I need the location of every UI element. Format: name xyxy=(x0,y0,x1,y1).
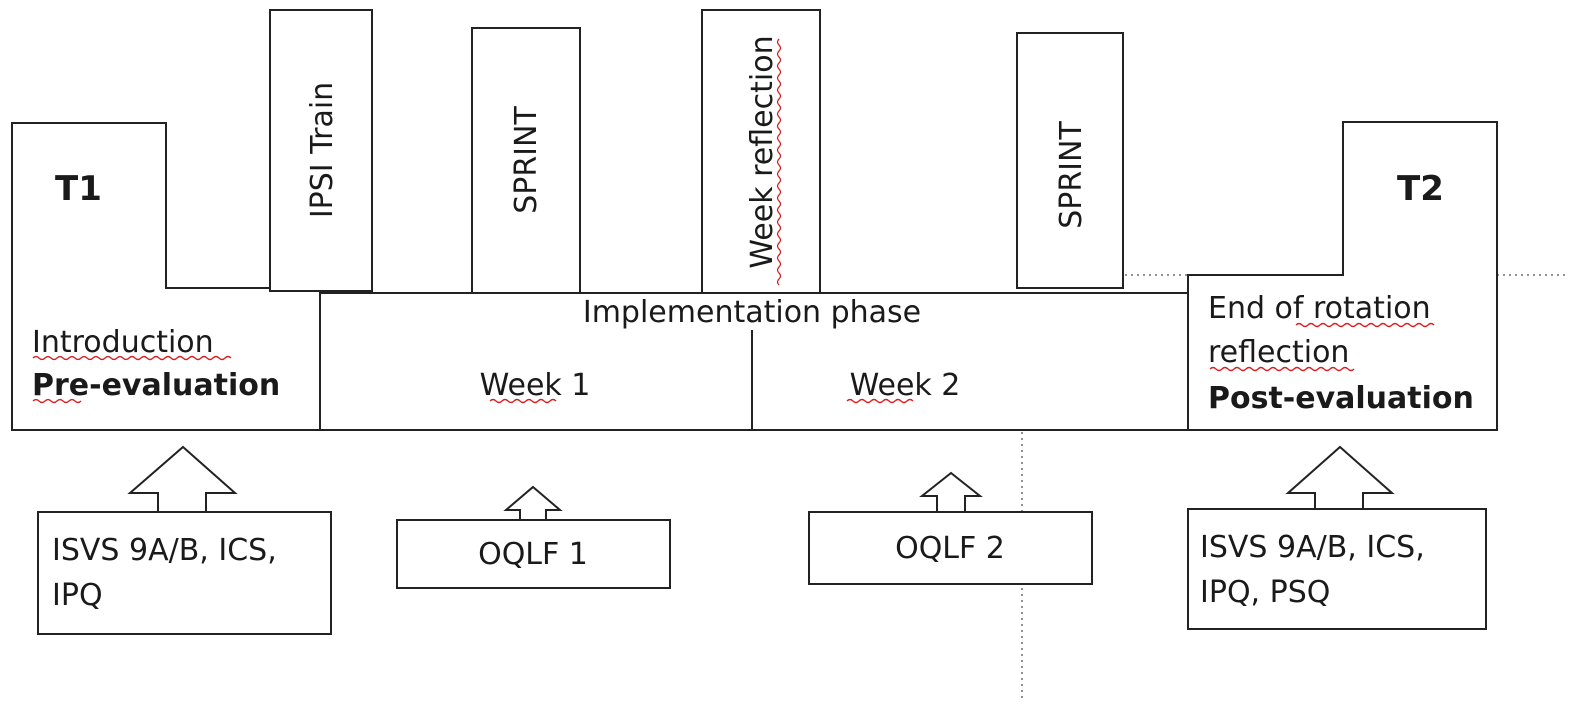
t2-label: T2 xyxy=(1397,169,1444,209)
pre-measures-arrow-icon xyxy=(127,445,238,513)
post-measures-arrow-icon xyxy=(1285,445,1395,510)
week-2-label: Week 2 xyxy=(850,368,961,403)
oqlf-2-label: OQLF 2 xyxy=(895,531,1005,566)
spellcheck-underline xyxy=(846,398,914,404)
week-reflection-box xyxy=(701,9,821,294)
t2-block xyxy=(1187,121,1498,431)
post-measures-line-2: IPQ, PSQ xyxy=(1200,575,1330,610)
spellcheck-underline xyxy=(776,38,782,286)
sprint-2-box xyxy=(1016,32,1124,289)
ipsi-train-box xyxy=(269,9,373,292)
spellcheck-underline xyxy=(32,398,82,404)
t1-pre-evaluation-text: Pre-evaluation xyxy=(32,368,280,403)
spellcheck-underline xyxy=(32,355,232,361)
week-reflection-label: Week reflection xyxy=(745,35,780,268)
oqlf-2-arrow-icon xyxy=(919,471,983,513)
oqlf-1-box xyxy=(396,519,671,589)
week-1-label: Week 1 xyxy=(480,368,591,403)
t1-intro-text: Introduction xyxy=(32,325,214,360)
t2-reflection-text: reflection xyxy=(1208,335,1349,370)
oqlf-2-box xyxy=(808,511,1093,585)
t2-post-evaluation-text: Post-evaluation xyxy=(1208,381,1474,416)
spellcheck-underline xyxy=(1209,366,1355,372)
sprint-2-label: SPRINT xyxy=(1054,121,1089,229)
pre-measures-box xyxy=(37,511,332,635)
implementation-phase-block xyxy=(319,292,1189,431)
t1-label: T1 xyxy=(55,169,102,209)
post-measures-line-1: ISVS 9A/B, ICS, xyxy=(1200,530,1425,565)
sprint-1-box xyxy=(471,27,581,294)
implementation-phase-title: Implementation phase xyxy=(583,295,921,330)
pre-measures-line-1: ISVS 9A/B, ICS, xyxy=(52,533,277,568)
oqlf-1-arrow-icon xyxy=(503,485,563,521)
pre-measures-line-2: IPQ xyxy=(52,578,103,613)
spellcheck-underline xyxy=(1295,322,1435,328)
sprint-1-label: SPRINT xyxy=(509,106,544,214)
post-measures-box xyxy=(1187,508,1487,630)
t2-end-of-rotation-text: End of rotation xyxy=(1208,291,1431,326)
ipsi-train-label: IPSI Train xyxy=(305,82,340,218)
spellcheck-underline xyxy=(489,398,557,404)
oqlf-1-label: OQLF 1 xyxy=(478,537,588,572)
